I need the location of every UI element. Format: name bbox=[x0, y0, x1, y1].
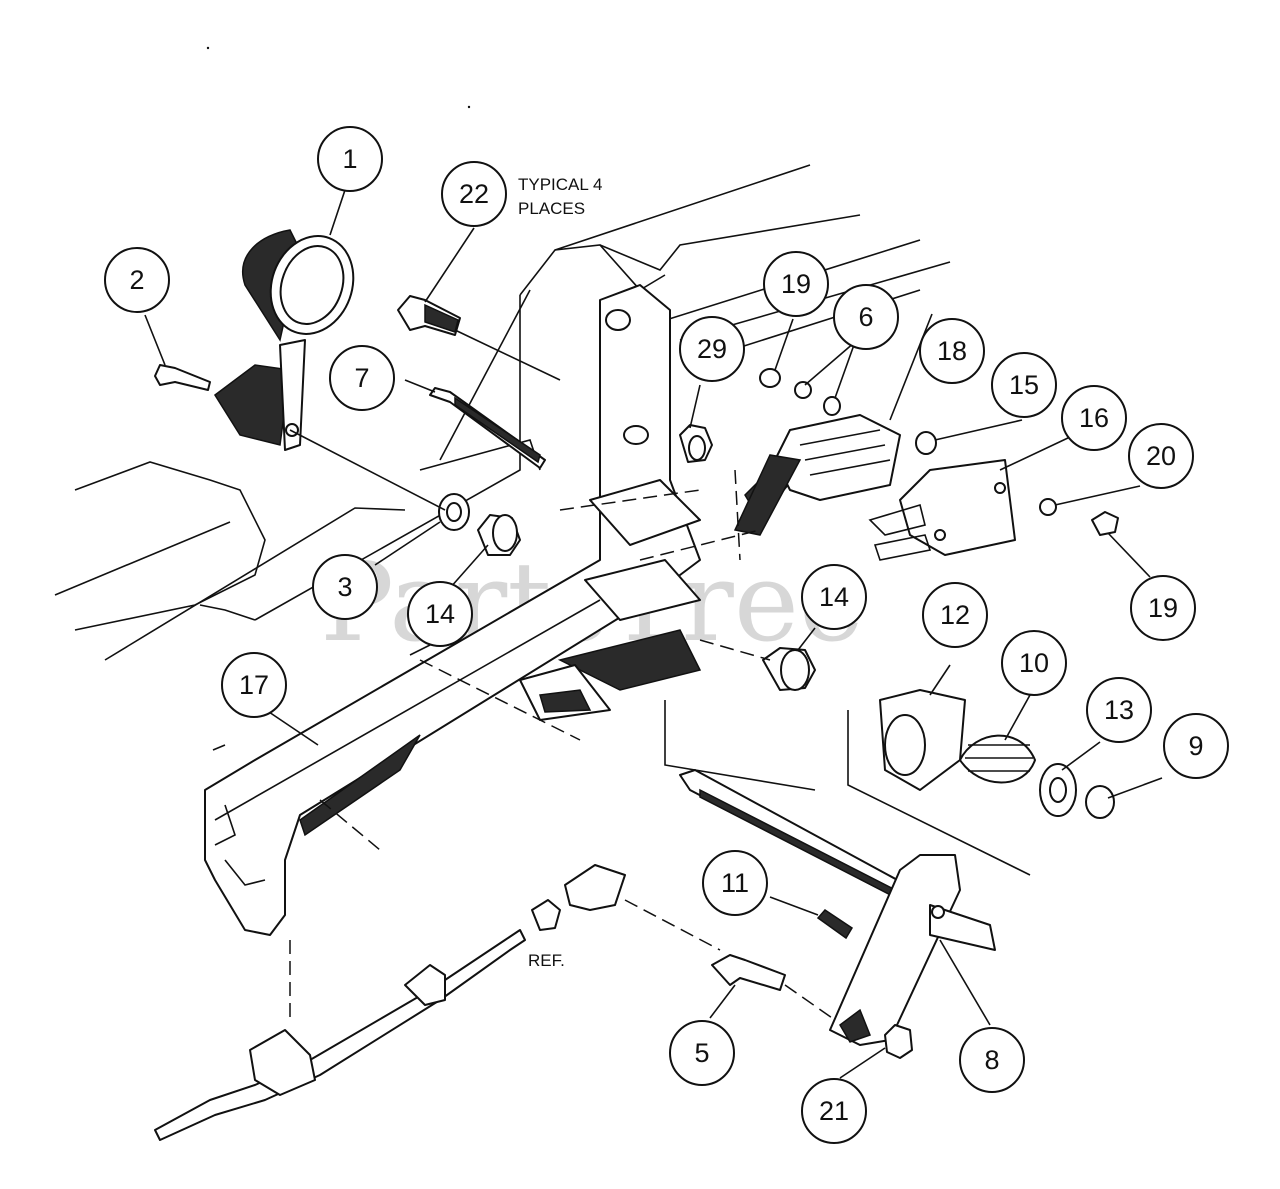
callout-label: 14 bbox=[819, 582, 849, 612]
callout-label: 21 bbox=[819, 1096, 849, 1126]
callout-label: 8 bbox=[984, 1045, 999, 1075]
callout-15[interactable]: 15 bbox=[991, 352, 1057, 418]
speck bbox=[206, 46, 210, 50]
callout-3[interactable]: 3 bbox=[312, 554, 378, 620]
callout-label: 6 bbox=[858, 302, 873, 332]
callout-label: 20 bbox=[1146, 441, 1176, 471]
callout-2[interactable]: 2 bbox=[104, 247, 170, 313]
throttle-cable bbox=[154, 864, 626, 1141]
pin-part-11 bbox=[816, 909, 854, 940]
callout-7[interactable]: 7 bbox=[329, 345, 395, 411]
callout-label: 22 bbox=[459, 179, 489, 209]
callout-label: 19 bbox=[1148, 593, 1178, 623]
nut-part-21 bbox=[884, 1024, 913, 1059]
note-typical-line1: TYPICAL 4 bbox=[518, 175, 602, 194]
pedal-pad bbox=[213, 229, 355, 451]
callout-9[interactable]: 9 bbox=[1163, 713, 1229, 779]
callout-label: 3 bbox=[337, 572, 352, 602]
bolt-part-7 bbox=[429, 387, 546, 469]
callout-label: 14 bbox=[425, 599, 455, 629]
bolt-part-5 bbox=[711, 954, 786, 991]
callout-19-top[interactable]: 19 bbox=[763, 251, 829, 317]
small-hardware bbox=[759, 368, 1119, 536]
callout-1[interactable]: 1 bbox=[317, 126, 383, 192]
callout-29[interactable]: 29 bbox=[679, 316, 745, 382]
callout-14-left[interactable]: 14 bbox=[407, 581, 473, 647]
callout-label: 13 bbox=[1104, 695, 1134, 725]
pedal-arm bbox=[204, 284, 702, 936]
callout-17[interactable]: 17 bbox=[221, 652, 287, 718]
callout-label: 2 bbox=[129, 265, 144, 295]
callout-label: 18 bbox=[937, 336, 967, 366]
callout-16[interactable]: 16 bbox=[1061, 385, 1127, 451]
callout-10[interactable]: 10 bbox=[1001, 630, 1067, 696]
callout-6[interactable]: 6 bbox=[833, 284, 899, 350]
callout-label: 11 bbox=[721, 868, 749, 898]
callout-5[interactable]: 5 bbox=[669, 1020, 735, 1086]
shaft-assembly bbox=[664, 689, 1115, 911]
callout-label: 5 bbox=[694, 1038, 709, 1068]
callout-18[interactable]: 18 bbox=[919, 318, 985, 384]
leader-lines bbox=[144, 189, 1163, 1079]
speck bbox=[467, 105, 471, 109]
callout-19-right[interactable]: 19 bbox=[1130, 575, 1196, 641]
callout-12[interactable]: 12 bbox=[922, 582, 988, 648]
callout-8[interactable]: 8 bbox=[959, 1027, 1025, 1093]
callout-label: 16 bbox=[1079, 403, 1109, 433]
callout-22[interactable]: 22 bbox=[441, 161, 507, 227]
callout-label: 10 bbox=[1019, 648, 1049, 678]
lever-part-8 bbox=[829, 854, 996, 1046]
callout-label: 12 bbox=[940, 600, 970, 630]
callout-label: 29 bbox=[697, 334, 727, 364]
switch-assemblies bbox=[733, 414, 1016, 561]
note-typical-line2: PLACES bbox=[518, 199, 585, 218]
callout-20[interactable]: 20 bbox=[1128, 423, 1194, 489]
bolt-part-22 bbox=[397, 295, 461, 336]
callout-label: 1 bbox=[342, 144, 357, 174]
assembly-dashed-lines bbox=[289, 329, 836, 1021]
callout-label: 17 bbox=[239, 670, 269, 700]
callout-label: 7 bbox=[354, 363, 369, 393]
callout-21[interactable]: 21 bbox=[801, 1078, 867, 1144]
note-ref: REF. bbox=[528, 951, 565, 970]
callout-11[interactable]: 11 bbox=[702, 850, 768, 916]
callout-label: 9 bbox=[1188, 731, 1203, 761]
screw-part-2 bbox=[154, 364, 211, 391]
callout-14-right[interactable]: 14 bbox=[801, 564, 867, 630]
callout-13[interactable]: 13 bbox=[1086, 677, 1152, 743]
callout-label: 19 bbox=[781, 269, 811, 299]
callout-label: 15 bbox=[1009, 370, 1039, 400]
